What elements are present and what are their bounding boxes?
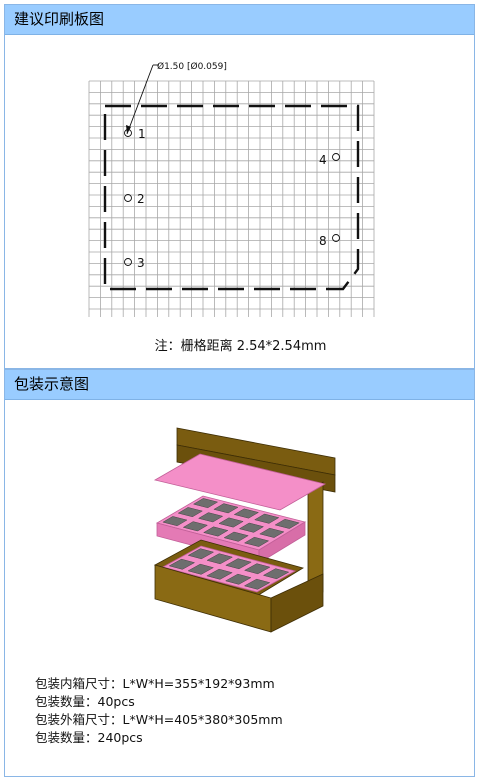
pin-hole-1: [124, 129, 132, 137]
tray-cell: [259, 527, 285, 538]
hole-dimension-label: Ø1.50 [Ø0.059]: [157, 61, 227, 72]
lower-tray-cells: [168, 548, 290, 590]
pcb-grid: [88, 80, 375, 317]
tray-cell: [233, 508, 260, 519]
pin-hole-4: [332, 153, 340, 161]
pink-lid-sheet: [153, 453, 327, 511]
lower-box: [153, 539, 324, 633]
tray-cell: [243, 536, 270, 547]
tray-cell: [218, 517, 244, 528]
tray-cell: [203, 526, 229, 537]
tray-cell: [177, 507, 203, 518]
tray-cell: [224, 573, 252, 585]
pin-label-2: 2: [137, 192, 145, 206]
tray-cell: [243, 578, 271, 590]
tray-cell: [206, 553, 234, 565]
packaging-specs: 包装内箱尺寸：L*W*H=355*192*93mm 包装数量：40pcs 包装外…: [35, 675, 283, 747]
pin-label-8: 8: [319, 234, 327, 248]
grid-spacing-note: 注：栅格距离 2.54*2.54mm: [154, 339, 327, 354]
packaging-illustration: [153, 427, 336, 633]
spec-inner-quantity: 包装数量：40pcs: [35, 694, 135, 709]
tray-cell: [243, 563, 271, 575]
pin-hole-3: [124, 258, 132, 266]
packaging-section: 包装示意图: [4, 369, 475, 777]
dimension-leader-line: [126, 64, 154, 135]
tray-cell: [274, 518, 300, 529]
spec-outer-quantity: 包装数量：240pcs: [35, 730, 143, 745]
tray-cell: [223, 531, 249, 542]
pin-hole-2: [124, 194, 132, 202]
pcb-section: 建议印刷板图 Ø1.50 [Ø0.059] 1 2 3 4 8 注：栅格距离 2…: [4, 4, 475, 369]
lower-box-side: [270, 573, 324, 633]
tray-cell: [197, 512, 224, 523]
spec-outer-box-size: 包装外箱尺寸：L*W*H=405*380*305mm: [35, 712, 283, 727]
pin-label-4: 4: [319, 153, 327, 167]
tray-cell: [182, 521, 209, 532]
tray-cell: [225, 558, 252, 570]
tray-cell: [162, 516, 188, 527]
tray-cell: [192, 498, 219, 509]
tray-cell: [254, 513, 280, 524]
pin-label-3: 3: [137, 256, 145, 270]
tray-cell: [262, 568, 290, 580]
tray-cell: [206, 568, 233, 580]
pcb-outline: [103, 104, 360, 291]
spec-inner-box-size: 包装内箱尺寸：L*W*H=355*192*93mm: [35, 676, 275, 691]
tray-cell: [168, 558, 196, 570]
pin-label-1: 1: [138, 127, 146, 141]
pcb-footprint-drawing: Ø1.50 [Ø0.059] 1 2 3 4 8: [88, 61, 375, 317]
tray-cell: [187, 548, 215, 560]
tray-cell: [213, 503, 239, 514]
packaging-section-title: 包装示意图: [5, 370, 474, 400]
tray-cell: [187, 563, 215, 575]
tray-cell: [238, 522, 265, 533]
pcb-section-title: 建议印刷板图: [5, 5, 474, 35]
upper-tray-cells: [162, 498, 300, 547]
pin-hole-8: [332, 234, 340, 242]
